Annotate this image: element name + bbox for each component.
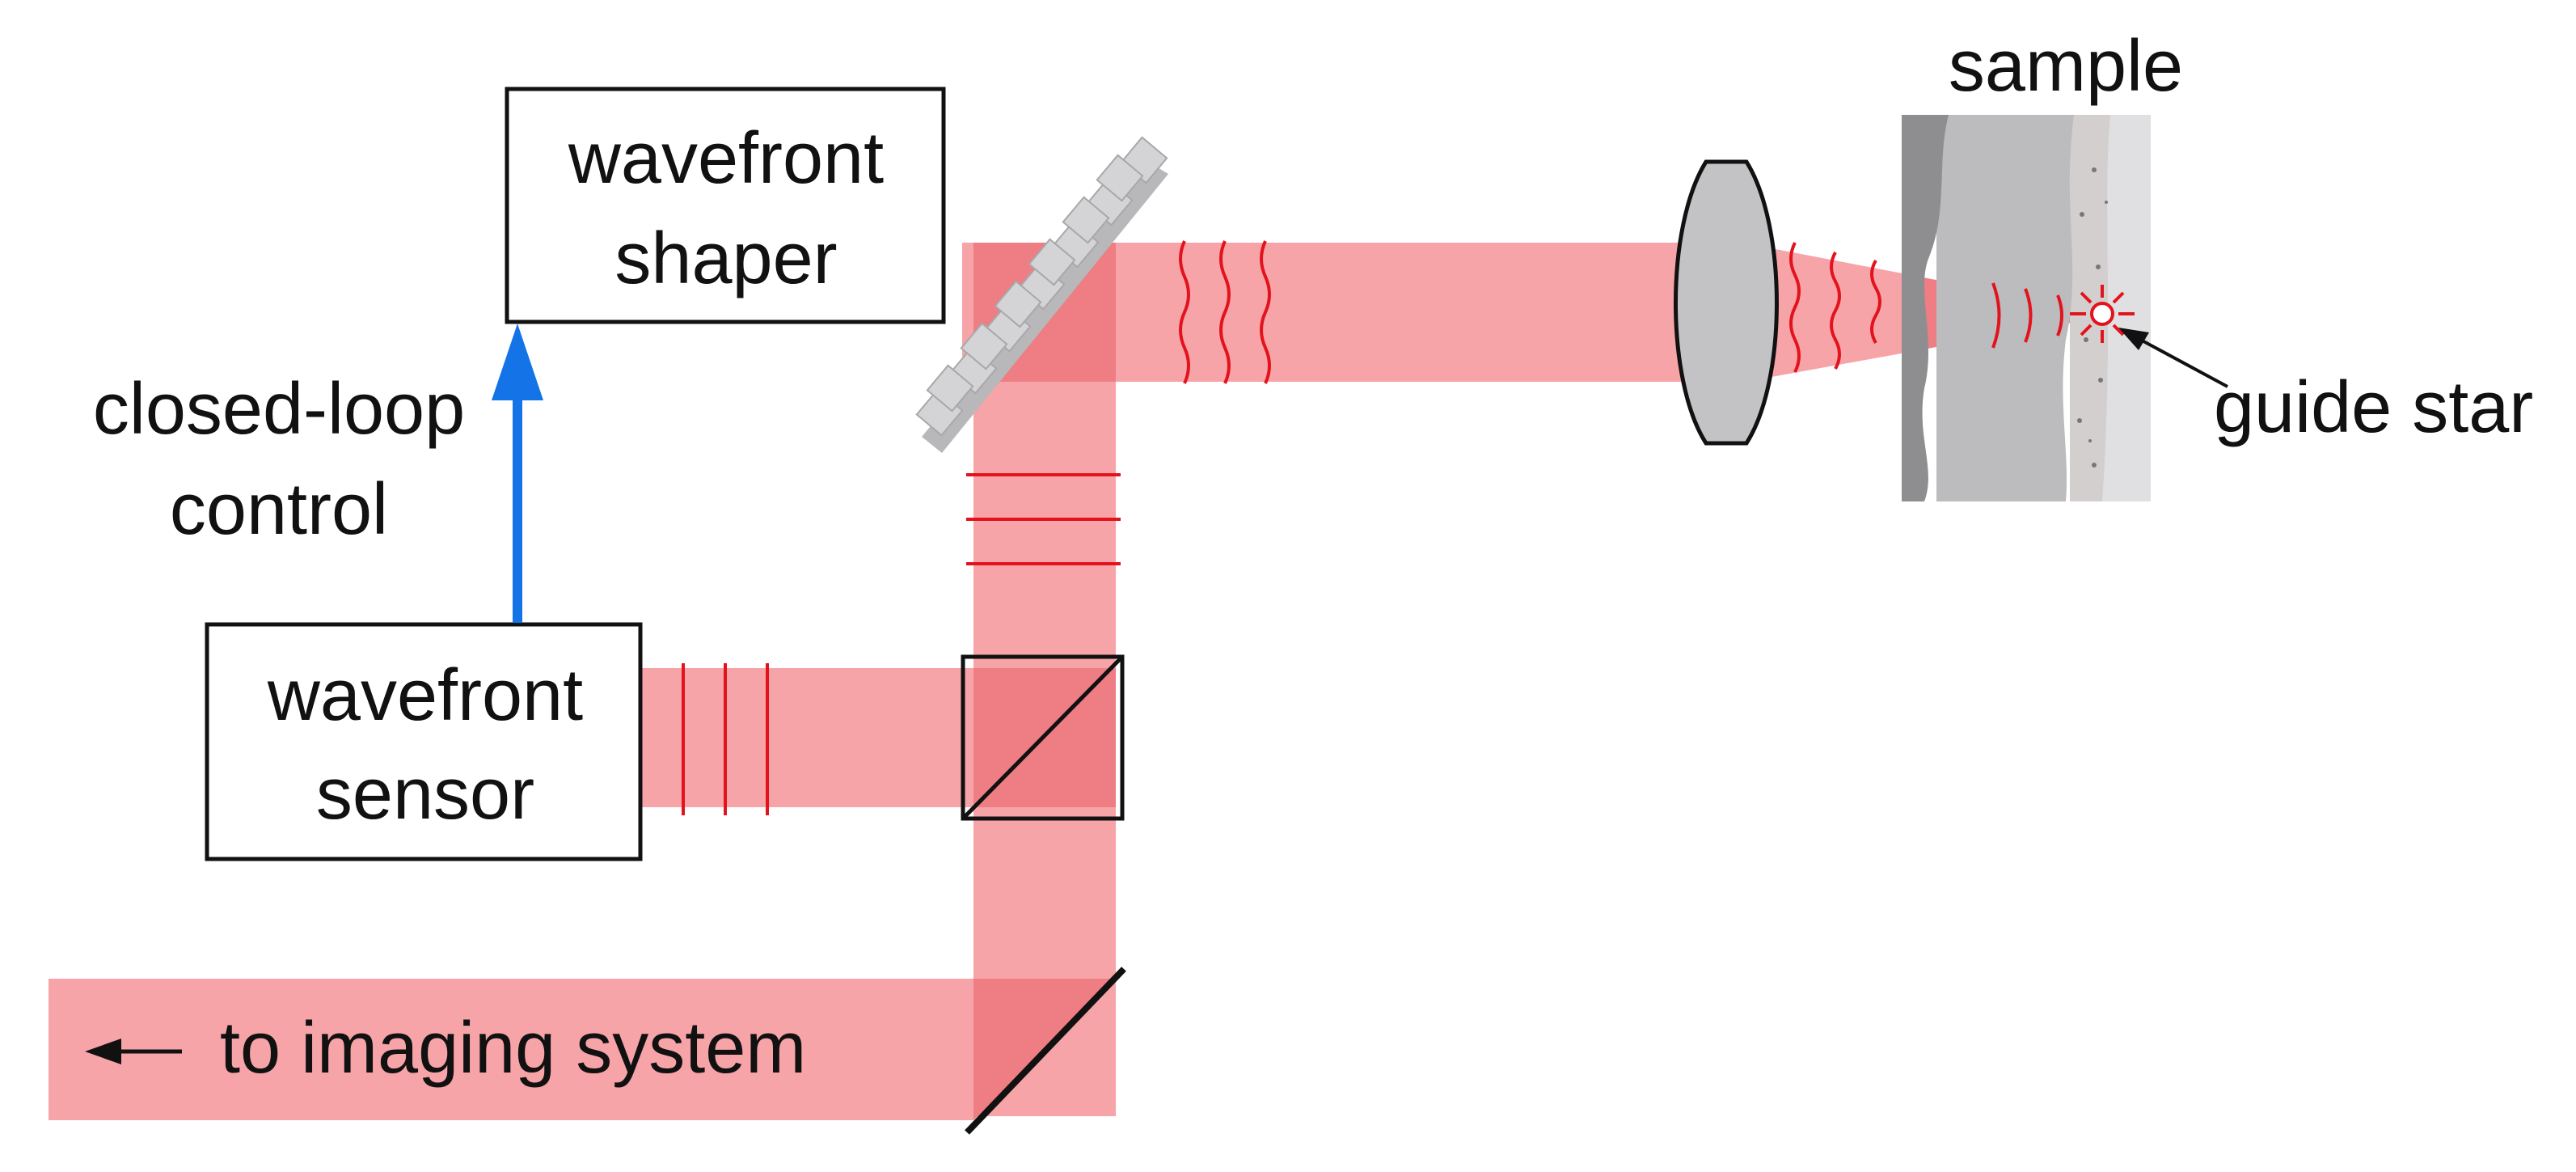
closed-loop-label-line2: control — [170, 469, 388, 550]
beam-sensor — [639, 668, 973, 807]
wavefront-shaper-label-line1: wavefront — [568, 118, 884, 199]
sample-mid-layer — [1936, 115, 2074, 501]
to-imaging-system-label: to imaging system — [220, 1008, 806, 1089]
imaging-arrow — [85, 1039, 182, 1064]
wavefront-sensor-label-line1: wavefront — [267, 655, 583, 736]
wavefront-sensor-label-line2: sensor — [316, 754, 534, 835]
wavefronts — [682, 240, 2063, 815]
wavefront-sensor-box — [205, 622, 643, 861]
sample-speckles — [2077, 167, 2108, 468]
wavefront-shaper-box — [505, 87, 946, 324]
wavefront-shaper-label-line2: shaper — [614, 218, 837, 299]
mirror-icon — [965, 967, 1126, 1135]
sample-label: sample — [1949, 26, 2183, 107]
guide-star-label: guide star — [2214, 367, 2533, 448]
deformable-mirror-icon — [915, 136, 1168, 453]
beam-splitter-icon — [961, 654, 1125, 821]
sample-spotted-layer — [2070, 115, 2110, 501]
guide-star-icon — [2070, 285, 2135, 343]
sample — [1902, 115, 2151, 501]
lens-icon — [1674, 159, 1779, 446]
sample-dark-layer — [1902, 115, 1949, 501]
beam-imaging — [49, 979, 973, 1120]
closed-loop-arrow — [492, 324, 543, 623]
closed-loop-label-line1: closed-loop — [93, 369, 465, 450]
guide-star-pointer — [2118, 328, 2228, 388]
